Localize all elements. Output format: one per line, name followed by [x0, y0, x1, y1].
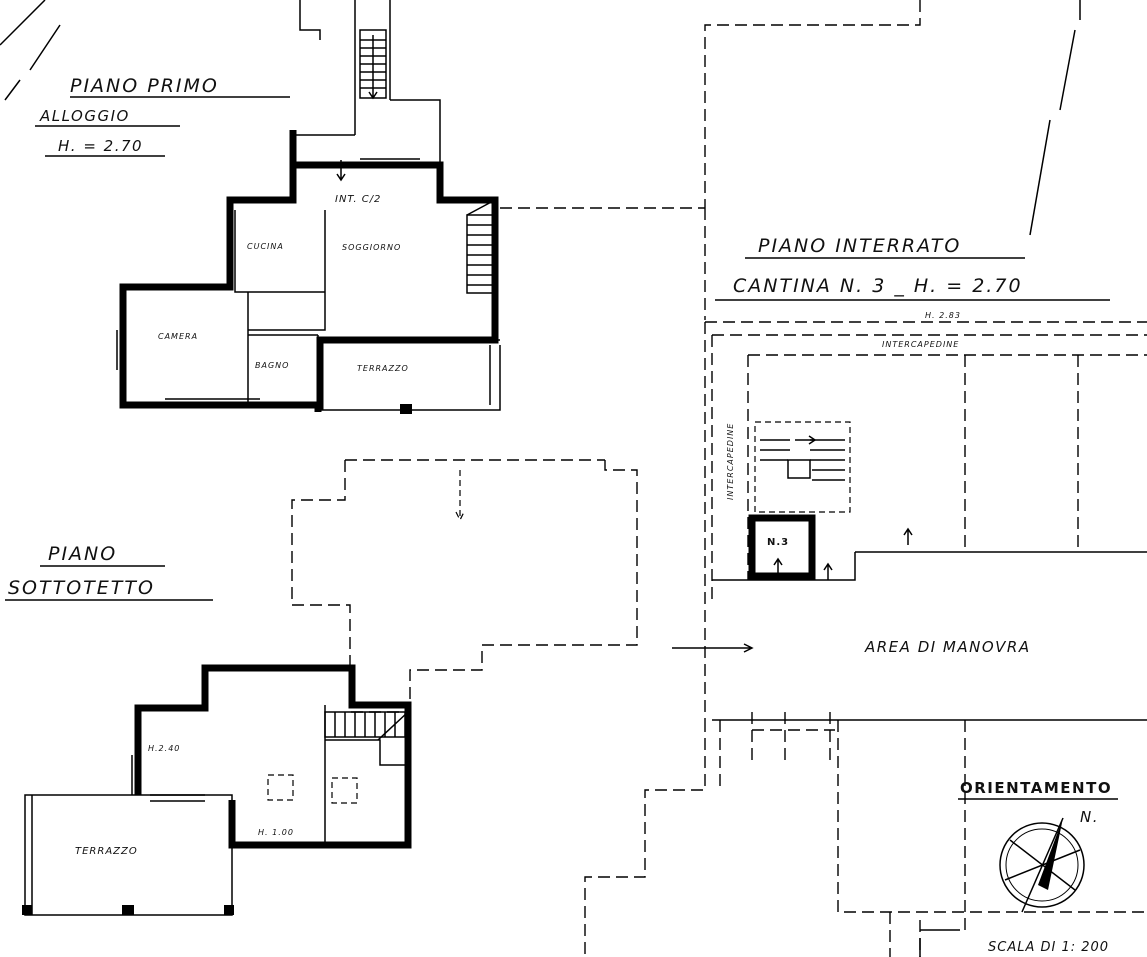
- orientation-compass: ORIENTAMENTO N.: [958, 779, 1118, 913]
- attic-height-high: H.2.40: [148, 744, 180, 753]
- first-floor-plan: PIANO PRIMO ALLOGGIO H. = 2.70 INT. C/2: [35, 0, 705, 414]
- compass-rose-icon: [999, 822, 1085, 908]
- maneuver-area-label: AREA DI MANOVRA: [864, 638, 1031, 656]
- kitchen-label: CUCINA: [247, 242, 284, 251]
- basement-floor-plan: PIANO INTERRATO CANTINA N. 3 _ H. = 2.70…: [584, 0, 1147, 957]
- unit-id-label: INT. C/2: [335, 194, 381, 205]
- basement-cavity-side: INTERCAPEDINE: [726, 423, 735, 500]
- terrace-label: TERRAZZO: [357, 364, 409, 373]
- basement-height-label: H. 2.83: [925, 311, 961, 320]
- basement-cavity-top: INTERCAPEDINE: [882, 340, 959, 349]
- north-label: N.: [1080, 808, 1099, 826]
- attic-terrace-label: TERRAZZO: [75, 846, 138, 857]
- attic-floor-plan: PIANO SOTTOTETTO H.2.40 H. 1.00 TERRAZZO: [5, 459, 638, 916]
- bedroom-label: CAMERA: [158, 332, 198, 341]
- orientation-label: ORIENTAMENTO: [960, 779, 1112, 797]
- cellar-number-label: N.3: [767, 537, 789, 548]
- first-floor-subtitle: ALLOGGIO: [39, 107, 130, 125]
- attic-floor-subtitle: SOTTOTETTO: [8, 577, 155, 599]
- first-floor-title: PIANO PRIMO: [70, 75, 219, 97]
- bathroom-label: BAGNO: [255, 361, 289, 370]
- north-arrow-icon: [1038, 818, 1063, 890]
- first-floor-height: H. = 2.70: [58, 137, 143, 155]
- living-room-label: SOGGIORNO: [342, 243, 401, 252]
- basement-title: PIANO INTERRATO: [758, 235, 961, 257]
- scale-label: SCALA DI 1: 200: [988, 940, 1109, 955]
- basement-subtitle: CANTINA N. 3 _ H. = 2.70: [733, 275, 1023, 297]
- attic-floor-title: PIANO: [48, 543, 117, 565]
- attic-height-low: H. 1.00: [258, 828, 294, 837]
